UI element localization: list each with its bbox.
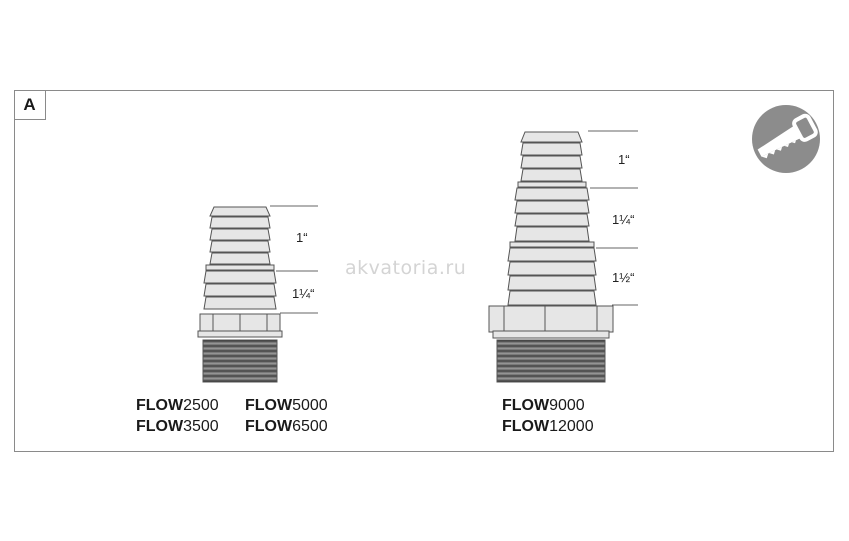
small-adapter — [197, 205, 318, 383]
small-adapter-1in-barbs — [209, 206, 271, 265]
large-adapter-dimension-lines — [588, 130, 638, 306]
large-size-label-2: 1¼“ — [612, 212, 635, 227]
model-label: FLOW2500 — [136, 397, 219, 414]
model-label: FLOW12000 — [502, 418, 594, 435]
large-adapter-112in-barbs — [507, 247, 597, 306]
model-label: FLOW6500 — [245, 418, 328, 435]
small-size-label-1: 1“ — [296, 230, 308, 245]
large-adapter — [488, 130, 638, 383]
model-label: FLOW5000 — [245, 397, 328, 414]
model-label: FLOW9000 — [502, 397, 585, 414]
small-adapter-114in-barbs — [203, 270, 277, 310]
small-adapter-ring — [205, 264, 275, 271]
small-adapter-dimension-lines — [270, 205, 318, 314]
large-adapter-1in-barbs — [520, 131, 583, 182]
small-size-label-2: 1¼“ — [292, 286, 315, 301]
small-adapter-thread — [202, 339, 278, 383]
large-size-label-3: 1½“ — [612, 270, 635, 285]
large-size-label-1: 1“ — [618, 152, 630, 167]
large-adapter-114in-barbs — [514, 187, 590, 242]
large-adapter-hex-nut — [488, 305, 614, 339]
diagram-frame — [14, 90, 834, 452]
panel-label: A — [14, 90, 46, 120]
saw-cut-icon — [752, 105, 820, 173]
model-label: FLOW3500 — [136, 418, 219, 435]
watermark: akvatoria.ru — [345, 257, 467, 279]
large-adapter-thread — [496, 339, 606, 383]
large-adapter-ring-1 — [517, 181, 587, 188]
small-adapter-hex-nut — [197, 313, 283, 338]
large-adapter-ring-2 — [509, 241, 595, 248]
